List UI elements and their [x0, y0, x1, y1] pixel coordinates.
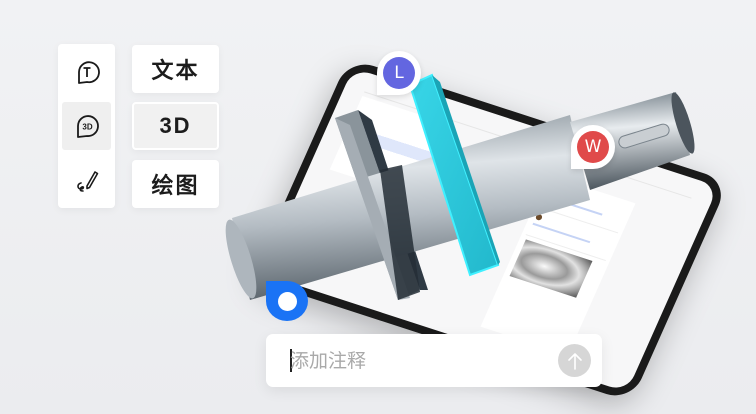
3d-label-button[interactable]: 3D — [132, 102, 219, 150]
avatar — [547, 186, 556, 194]
annotation-marker-w[interactable]: W — [571, 125, 615, 169]
annotation-type-toolbar: 3D — [58, 44, 115, 208]
draw-label-button[interactable]: 绘图 — [132, 160, 219, 208]
text-tool-button[interactable] — [62, 48, 111, 96]
annotation-marker-l[interactable]: L — [377, 51, 421, 95]
avatar — [534, 213, 544, 221]
pin-dot — [277, 291, 297, 311]
3d-annotation-icon: 3D — [76, 115, 99, 138]
annotation-input-box — [266, 334, 602, 387]
new-annotation-pin[interactable] — [266, 281, 308, 321]
svg-text:3D: 3D — [82, 123, 92, 132]
annotation-input[interactable] — [290, 347, 540, 375]
avatar-w: W — [577, 131, 609, 163]
3d-tool-button[interactable]: 3D — [62, 102, 111, 150]
avatar-l: L — [383, 57, 415, 89]
arrow-up-icon — [567, 352, 582, 370]
comment-text — [532, 222, 591, 244]
draw-tool-button[interactable] — [62, 156, 111, 204]
text-annotation-icon — [77, 61, 100, 84]
pen-drawing-icon — [76, 171, 98, 192]
text-label-button[interactable]: 文本 — [132, 45, 219, 93]
send-button[interactable] — [558, 344, 591, 377]
